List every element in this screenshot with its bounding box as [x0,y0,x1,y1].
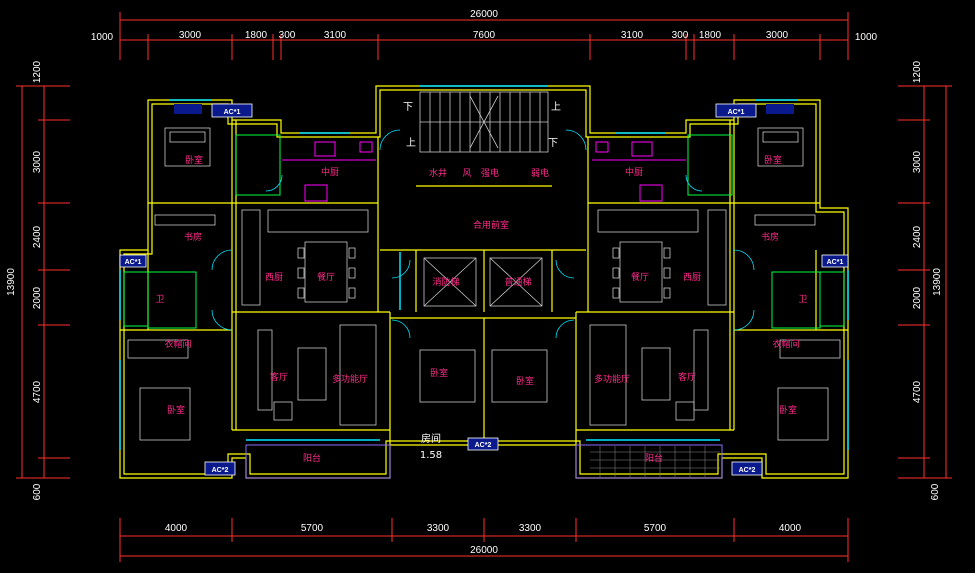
stair-down-label-right: 下 [548,138,558,149]
room-label-living-right: 客厅 [678,371,696,383]
ac-unit-markers [119,103,849,476]
room-label-walkin-right: 衣帽间 [772,338,799,350]
room-label-living-left: 客厅 [270,371,288,383]
windows [119,85,849,450]
stair-up-label-left: 上 [406,137,416,149]
kitchen-fittings [282,141,686,202]
room-label-kitchen-right: 中厨 [625,166,643,178]
top-dim-3: 1800 [245,30,268,41]
room-label-lobby: 合用前室 [473,219,509,231]
door-swings [211,129,755,339]
bottom-dim-3: 3300 [427,523,450,534]
room-label-bedroom-br: 卧室 [779,404,797,416]
bottom-dimension-lines [119,518,849,562]
left-dim-6: 600 [32,483,43,500]
furniture [127,127,841,441]
top-dim-11: 1000 [855,32,878,43]
balconies [245,444,723,479]
top-dim-2: 3000 [179,30,202,41]
right-dim-1: 1200 [912,60,923,83]
right-dim-2: 3000 [912,150,923,173]
room-note-value: 1.58 [420,450,442,461]
top-dim-10: 3000 [766,30,789,41]
bottom-dim-6: 4000 [779,523,802,534]
ac-label-center: AC*2 [475,442,492,449]
top-dim-8: 300 [672,30,689,41]
room-label-study-right: 书房 [761,231,779,243]
stair-up-label-right: 上 [551,101,561,113]
bottom-dim-4: 3300 [519,523,542,534]
room-label-bedroom-core-left: 卧室 [430,367,448,379]
room-label-pantry-right: 西厨 [683,272,701,283]
left-dim-3: 2400 [32,225,43,248]
bottom-dim-2: 5700 [301,523,324,534]
top-dim-9: 1800 [699,30,722,41]
top-dim-4: 300 [279,30,296,41]
left-total-dimension: 13900 [6,268,17,296]
left-dim-2: 3000 [32,150,43,173]
right-dim-6: 600 [930,483,941,500]
stair-down-label-left: 下 [403,102,413,113]
room-label-bath-right: 卫 [798,295,807,305]
room-label-multi-right: 多功能厅 [594,373,630,385]
room-label-dining-right: 餐厅 [631,271,649,283]
room-label-elevator-fire: 消防梯 [432,276,459,288]
right-dim-5: 4700 [912,380,923,403]
top-dim-6: 7600 [473,30,496,41]
balcony-tiles [590,446,720,477]
ac-label-mid-right: AC*1 [827,259,844,266]
room-label-water: 水井 [429,167,447,179]
room-label-wind: 风 [462,168,471,179]
right-total-dimension: 13900 [932,268,943,296]
elevator-shafts [423,257,543,307]
ac-label-bottom-left: AC*2 [212,467,229,474]
top-dim-7: 3100 [621,30,644,41]
staircase [419,91,549,153]
room-label-study-left: 书房 [184,231,202,243]
room-label-bedroom-bl: 卧室 [167,404,185,416]
room-label-weak: 弱电 [531,167,549,179]
ac-label-top-right: AC*1 [728,109,745,116]
room-label-kitchen-left: 中厨 [321,166,339,178]
room-label-dining-left: 餐厅 [317,271,335,283]
room-label-elevator-normal: 普通梯 [504,276,531,288]
room-label-pantry-left: 西厨 [265,272,283,283]
top-dim-1: 1000 [91,32,114,43]
bathroom-outlines [123,134,845,329]
left-dim-4: 2000 [32,286,43,309]
ac-label-top-left: AC*1 [224,109,241,116]
left-dimension-lines [16,85,70,479]
top-dimension-lines [119,12,849,60]
walls [119,85,849,479]
bottom-total-dimension: 26000 [470,545,498,556]
left-dim-5: 4700 [32,380,43,403]
room-note-label: 房间 [421,432,441,445]
bottom-dim-5: 5700 [644,523,667,534]
ac-label-bottom-right: AC*2 [739,467,756,474]
room-label-multi-left: 多功能厅 [332,373,368,385]
top-dim-5: 3100 [324,30,347,41]
right-dimension-lines [898,85,952,479]
room-label-bath-left: 卫 [155,295,164,305]
room-label-balcony-left: 阳台 [303,452,321,464]
bottom-dim-1: 4000 [165,523,188,534]
room-label-walkin-left: 衣帽间 [164,338,191,350]
room-label-bedroom-core-right: 卧室 [516,375,534,387]
room-label-bedroom-tr: 卧室 [764,154,782,166]
room-label-bedroom-tl: 卧室 [185,154,203,166]
left-dim-1: 1200 [32,60,43,83]
room-label-elec: 强电 [481,167,499,179]
right-dim-3: 2400 [912,225,923,248]
right-dim-4: 2000 [912,286,923,309]
ac-label-mid-left: AC*1 [125,259,142,266]
top-total-dimension: 26000 [470,9,498,20]
room-label-balcony-right: 阳台 [645,452,663,464]
